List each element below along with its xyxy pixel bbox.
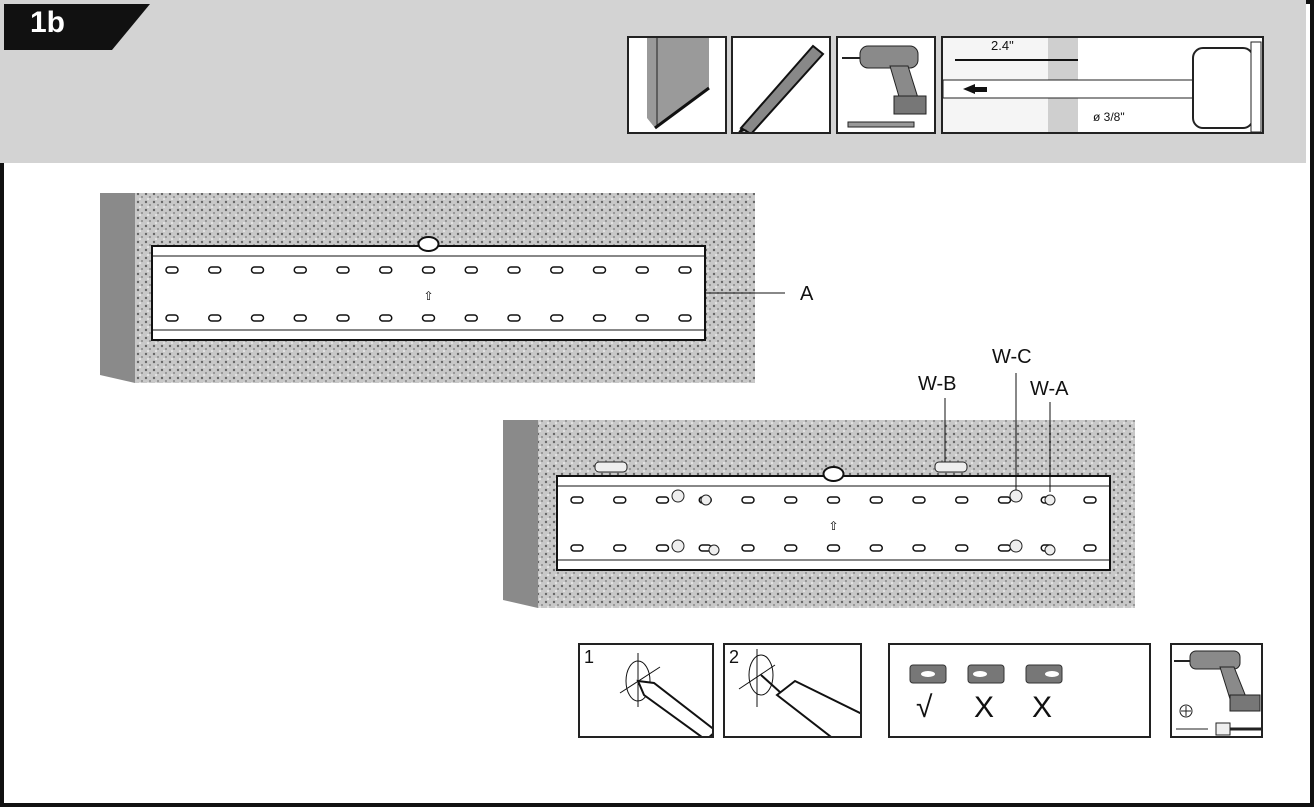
spirit-level-icons: [909, 664, 1063, 684]
mounting-slot: [550, 314, 564, 322]
mounting-slot: [635, 266, 649, 274]
mounting-slot: [570, 496, 584, 504]
mounting-slot: [165, 314, 179, 322]
mounting-slot: [208, 266, 222, 274]
mounting-slot: [869, 496, 883, 504]
drill-depth-label: 2.4": [991, 38, 1014, 53]
mounting-slot: [379, 314, 393, 322]
step-number: 1b: [30, 6, 66, 39]
anchors: [594, 461, 1056, 556]
up-arrow-icon: ⇧: [828, 519, 838, 533]
mounting-slot: [655, 544, 670, 552]
level-wrong-mark-1: X: [974, 691, 995, 724]
drill-depth-panel: 2.4" ø 3/8": [941, 36, 1264, 134]
drill-panel: [836, 36, 936, 134]
mounting-slot: [421, 266, 436, 274]
mounting-slot: [655, 496, 670, 504]
pencil-icon: [738, 44, 825, 132]
mounting-slot: [250, 314, 265, 322]
level-correct-mark: √: [916, 691, 933, 724]
mounting-slot: [1083, 496, 1097, 504]
label-w-b: W-B: [918, 373, 957, 395]
mounting-slot: [678, 266, 692, 274]
mounting-slot: [336, 266, 350, 274]
label-w-c: W-C: [992, 346, 1032, 368]
level-wrong-mark-2: X: [1032, 691, 1053, 724]
screw-drill-icon: [1174, 650, 1261, 736]
mounting-slot: [570, 544, 584, 552]
level-check-panel: √ X X: [888, 643, 1151, 738]
mounting-slot: [592, 266, 607, 274]
mounting-slot: [507, 314, 521, 322]
up-arrow-icon: ⇧: [423, 289, 433, 303]
mounting-slot: [741, 544, 755, 552]
mounting-slot: [293, 314, 307, 322]
hanging-hook: [417, 236, 440, 252]
mounting-slot: [336, 314, 350, 322]
step-1-number: 1: [584, 647, 595, 667]
mounting-slot: [421, 314, 436, 322]
drill-diameter-label: ø 3/8": [1093, 110, 1125, 124]
mounting-slot: [165, 266, 179, 274]
hanging-hook: [822, 466, 845, 482]
mounting-slot: [379, 266, 393, 274]
label-w-a: W-A: [1030, 378, 1069, 400]
drill-step-panel: 2: [723, 643, 862, 738]
leader-lines-hardware: [944, 373, 1051, 492]
screwdriver-panel: [1170, 643, 1263, 738]
step-2-number: 2: [729, 647, 740, 667]
step-badge: 1b: [0, 0, 150, 50]
mounting-slot: [550, 266, 564, 274]
mounting-slot: [955, 544, 969, 552]
mounting-slot: [784, 496, 798, 504]
label-a: A: [800, 283, 814, 305]
mounting-slot: [955, 496, 969, 504]
mounting-slot: [741, 496, 755, 504]
mounting-slot: [997, 496, 1012, 504]
mounting-slot: [592, 314, 607, 322]
mounting-slot: [784, 544, 798, 552]
mounting-slot: [826, 496, 841, 504]
mounting-slot: [997, 544, 1012, 552]
mounting-slot: [912, 496, 926, 504]
pencil-panel: [731, 36, 831, 134]
wall-icon: [647, 38, 710, 130]
wall-material-panel: [627, 36, 727, 134]
mounting-slot: [678, 314, 692, 322]
mounting-slot: [507, 266, 521, 274]
mounting-slot: [250, 266, 265, 274]
drill-bit-diagram: [943, 38, 1262, 132]
mounting-slot: [912, 544, 926, 552]
mounting-slot: [826, 544, 841, 552]
mounting-slot: [464, 266, 478, 274]
pencil-mark-icon: [619, 653, 712, 736]
mounting-slot: [293, 266, 307, 274]
mounting-slot: [635, 314, 649, 322]
mounting-slot: [613, 544, 627, 552]
mounting-slot: [613, 496, 627, 504]
drill-hole-icon: [738, 649, 860, 736]
wall-plate-installed: ⇧: [556, 466, 1111, 571]
drill-icon: [842, 45, 927, 128]
mounting-slot: [208, 314, 222, 322]
mark-step-panel: 1: [578, 643, 714, 738]
mounting-slot: [869, 544, 883, 552]
mounting-slot: [1083, 544, 1097, 552]
mounting-slot: [464, 314, 478, 322]
wall-plate-a: ⇧: [151, 236, 706, 341]
